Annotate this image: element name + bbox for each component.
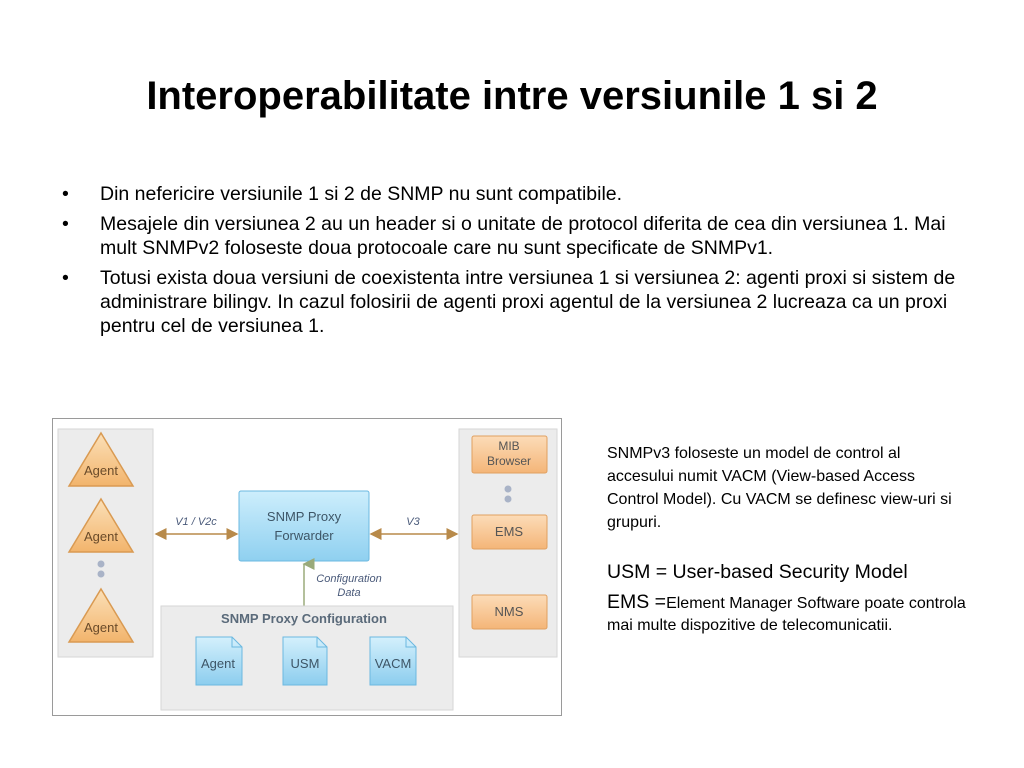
bullet-item: • Totusi exista doua versiuni de coexist… bbox=[62, 266, 967, 338]
config-label-line1: Configuration bbox=[316, 573, 381, 585]
v1-v2c-label: V1 / V2c bbox=[175, 516, 217, 528]
vacm-note: SNMPv3 foloseste un model de control al … bbox=[607, 445, 952, 531]
usm-note: USM = User-based Security Model bbox=[607, 561, 908, 583]
bullet-item: • Din nefericire versiunile 1 si 2 de SN… bbox=[62, 182, 967, 206]
bullet-text: Din nefericire versiunile 1 si 2 de SNMP… bbox=[100, 183, 623, 205]
bullet-text: Totusi exista doua versiuni de coexisten… bbox=[100, 267, 956, 337]
config-panel-title: SNMP Proxy Configuration bbox=[221, 611, 387, 626]
ems-label: EMS bbox=[495, 524, 524, 539]
ems-note-lead: EMS = bbox=[607, 591, 667, 613]
proxy-label-line1: SNMP Proxy bbox=[267, 509, 342, 524]
ellipsis-dot bbox=[504, 485, 512, 493]
ellipsis-dot bbox=[97, 570, 105, 578]
proxy-label-line2: Forwarder bbox=[274, 528, 334, 543]
nms-label: NMS bbox=[495, 604, 524, 619]
bullet-list: • Din nefericire versiunile 1 si 2 de SN… bbox=[62, 182, 967, 344]
v3-label: V3 bbox=[406, 516, 420, 528]
bullet-marker: • bbox=[62, 183, 69, 205]
agent-triangle-1: Agent bbox=[67, 431, 135, 487]
agent-triangle-2: Agent bbox=[67, 497, 135, 553]
snmp-proxy-forwarder-box: SNMP Proxy Forwarder bbox=[238, 490, 370, 562]
nms-box: NMS bbox=[471, 594, 548, 630]
diagram-canvas: Agent Agent Agent MIB Browser EMS NMS bbox=[57, 428, 558, 711]
side-notes: SNMPv3 foloseste un model de control al … bbox=[607, 442, 967, 637]
config-doc-vacm: VACM bbox=[369, 636, 417, 686]
ems-note: EMS =Element Manager Software poate cont… bbox=[607, 591, 967, 637]
agent-label: Agent bbox=[84, 529, 118, 544]
doc-label: USM bbox=[291, 656, 320, 671]
ems-note-rest: Element Manager Software poate controla … bbox=[607, 595, 966, 634]
ellipsis-dot bbox=[504, 495, 512, 503]
config-label-line2: Data bbox=[337, 587, 360, 599]
mib-label: MIB bbox=[498, 439, 519, 453]
agent-label: Agent bbox=[84, 620, 118, 635]
ems-box: EMS bbox=[471, 514, 548, 550]
browser-label: Browser bbox=[487, 454, 531, 468]
ellipsis-dot bbox=[97, 560, 105, 568]
slide-title: Interoperabilitate intre versiunile 1 si… bbox=[146, 74, 878, 118]
bullet-text: Mesajele din versiunea 2 au un header si… bbox=[100, 213, 946, 259]
snmp-proxy-diagram: Agent Agent Agent MIB Browser EMS NMS bbox=[52, 418, 562, 716]
doc-label: Agent bbox=[201, 656, 235, 671]
agent-label: Agent bbox=[84, 463, 118, 478]
config-doc-agent: Agent bbox=[195, 636, 243, 686]
bullet-item: • Mesajele din versiunea 2 au un header … bbox=[62, 212, 967, 260]
agent-triangle-3: Agent bbox=[67, 587, 135, 643]
config-doc-usm: USM bbox=[282, 636, 328, 686]
bullet-marker: • bbox=[62, 213, 69, 235]
bullet-marker: • bbox=[62, 267, 69, 289]
mib-browser-box: MIB Browser bbox=[471, 435, 548, 474]
doc-label: VACM bbox=[375, 656, 412, 671]
